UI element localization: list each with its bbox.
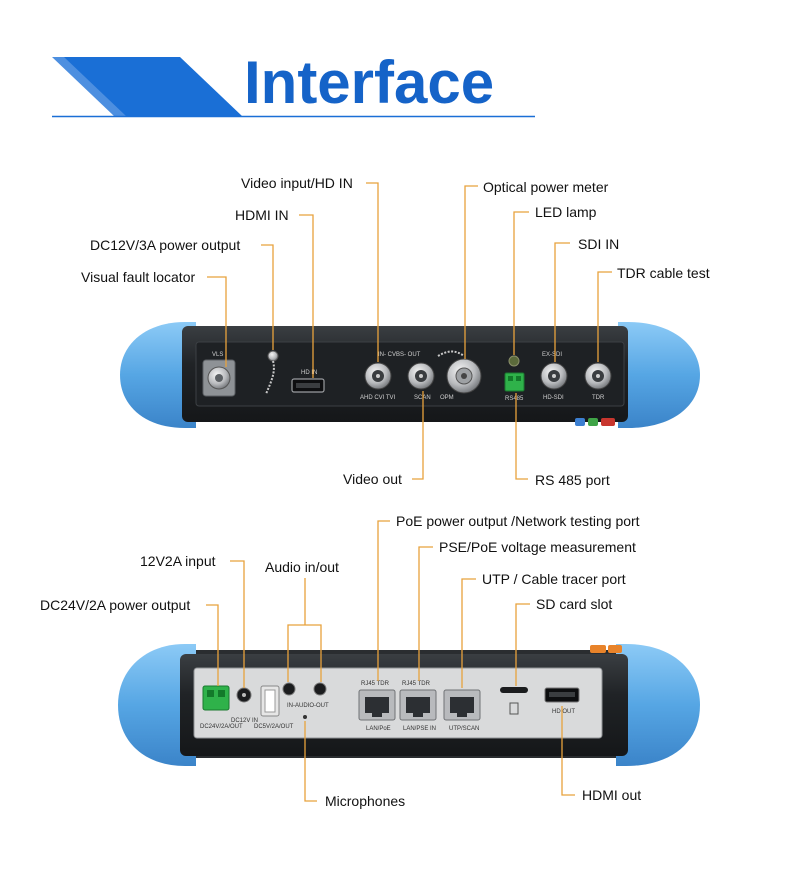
rs485-terminal — [504, 372, 525, 392]
bnc-tdr — [584, 362, 612, 390]
top-left-bumper — [120, 322, 196, 428]
bottom-device: RJ45 TDR RJ45 TDR DC12V IN IN-AUDIO-OUT … — [118, 644, 700, 766]
leader-led-lamp — [513, 211, 529, 355]
leader-dc24v — [206, 604, 219, 686]
led-lamp — [508, 355, 520, 367]
top-button-orange — [590, 645, 606, 653]
leader-sd-card — [515, 603, 530, 686]
callout-sd-card-slot: SD card slot — [536, 596, 613, 612]
dc12v-output-connector — [267, 350, 279, 362]
callout-hdmi-out: HDMI out — [582, 787, 642, 803]
leader-lines — [206, 182, 612, 802]
leader-pse-poe — [418, 546, 433, 681]
panel-label-vls: VLS — [212, 352, 223, 358]
bottom-panel-face — [193, 667, 603, 739]
top-button-orange-2 — [608, 645, 622, 653]
callout-poe-power-output: PoE power output /Network testing port — [396, 513, 640, 529]
panel-label-rj45-tdr-2: RJ45 TDR — [402, 681, 431, 687]
leader-12v2a-input — [230, 560, 245, 688]
top-device: VLS HD IN IN- CVBS- OUT AHD CVI TVI SCAN… — [120, 322, 700, 428]
leader-poe-output — [377, 520, 390, 681]
callout-microphones: Microphones — [325, 793, 406, 809]
banner-stripe-dark — [64, 57, 242, 116]
callout-dc12v-power-output: DC12V/3A power output — [90, 237, 241, 253]
top-right-bumper — [618, 322, 700, 428]
leader-utp — [461, 578, 476, 688]
panel-label-tdr: TDR — [592, 395, 605, 401]
callout-led-lamp: LED lamp — [535, 204, 597, 220]
callout-rs485-port: RS 485 port — [535, 472, 610, 488]
page-title: Interface — [244, 49, 495, 116]
panel-label-in-cvbs-out: IN- CVBS- OUT — [378, 352, 421, 358]
opm-chain — [437, 350, 465, 357]
panel-label-dc5v-2a-out: DC5V/2A/OUT — [254, 724, 294, 730]
panel-label-dc24v-2a-out: DC24V/2A/OUT — [200, 724, 243, 730]
side-button-green — [588, 418, 598, 426]
callout-hdmi-in: HDMI IN — [235, 207, 289, 223]
leader-dc12v-output — [261, 244, 274, 350]
bnc-video-in — [364, 362, 392, 390]
leader-hdmi-in — [299, 214, 314, 378]
leader-microphones — [304, 721, 317, 802]
panel-label-rj45-tdr-1: RJ45 TDR — [361, 681, 390, 687]
panel-label-in-audio-out: IN-AUDIO-OUT — [287, 703, 329, 709]
panel-label-dc12v-in: DC12V IN — [231, 718, 258, 724]
title-banner — [52, 57, 535, 118]
callout-audio-in-out: Audio in/out — [265, 559, 339, 575]
panel-label-scan: SCAN — [414, 395, 431, 401]
leader-optical-power-meter — [464, 185, 478, 359]
callout-pse-poe-voltage: PSE/PoE voltage measurement — [439, 539, 636, 555]
panel-label-hd-out: HD OUT — [552, 709, 575, 715]
dc24v-terminal — [202, 685, 230, 711]
sd-card-icon — [509, 702, 519, 715]
panel-label-lan-pse-in: LAN/PSE IN — [403, 726, 436, 732]
bnc-sdi-in — [540, 362, 568, 390]
bottom-right-bumper — [616, 644, 700, 766]
panel-label-ahd-cvi-tvi: AHD CVI TVI — [360, 395, 396, 401]
rj45-lan-pse — [399, 689, 437, 721]
panel-label-lan-poe: LAN/PoE — [366, 726, 391, 732]
sd-card-slot — [500, 687, 528, 693]
callout-visual-fault-locator: Visual fault locator — [81, 269, 196, 285]
panel-label-opm: OPM — [440, 395, 454, 401]
leader-sdi-in — [554, 242, 570, 362]
optical-power-meter-port — [446, 358, 482, 394]
leader-video-out — [412, 391, 424, 480]
leader-visual-fault-locator — [207, 276, 227, 367]
panel-label-rs485: RS485 — [505, 396, 524, 402]
callout-video-out: Video out — [343, 471, 402, 487]
panel-label-utp-scan: UTP/SCAN — [449, 726, 479, 732]
leader-rs485 — [515, 393, 528, 480]
callout-optical-power-meter: Optical power meter — [483, 179, 609, 195]
callout-tdr-cable-test: TDR cable test — [617, 265, 710, 281]
callout-video-input: Video input/HD IN — [241, 175, 353, 191]
side-button-red — [601, 418, 615, 426]
callout-12v2a-input: 12V2A input — [140, 553, 216, 569]
rj45-lan-poe — [358, 689, 396, 721]
rj45-utp-scan — [443, 689, 481, 721]
microphone-hole — [303, 715, 307, 719]
audio-out-jack — [313, 682, 327, 696]
leader-video-input — [366, 182, 379, 362]
audio-in-jack — [282, 682, 296, 696]
callout-dc24v-power-output: DC24V/2A power output — [40, 597, 191, 613]
leader-tdr — [597, 271, 612, 362]
panel-label-hd-in: HD IN — [301, 370, 317, 376]
bottom-left-bumper — [118, 644, 196, 766]
leader-hdmi-out — [561, 706, 575, 796]
bnc-video-out — [407, 362, 435, 390]
callout-utp-cable-tracer: UTP / Cable tracer port — [482, 571, 626, 587]
panel-label-ex-sdi: EX-SDI — [542, 352, 562, 358]
panel-label-hd-sdi: HD-SDI — [543, 395, 564, 401]
side-button-blue — [575, 418, 585, 426]
callout-sdi-in: SDI IN — [578, 236, 620, 252]
